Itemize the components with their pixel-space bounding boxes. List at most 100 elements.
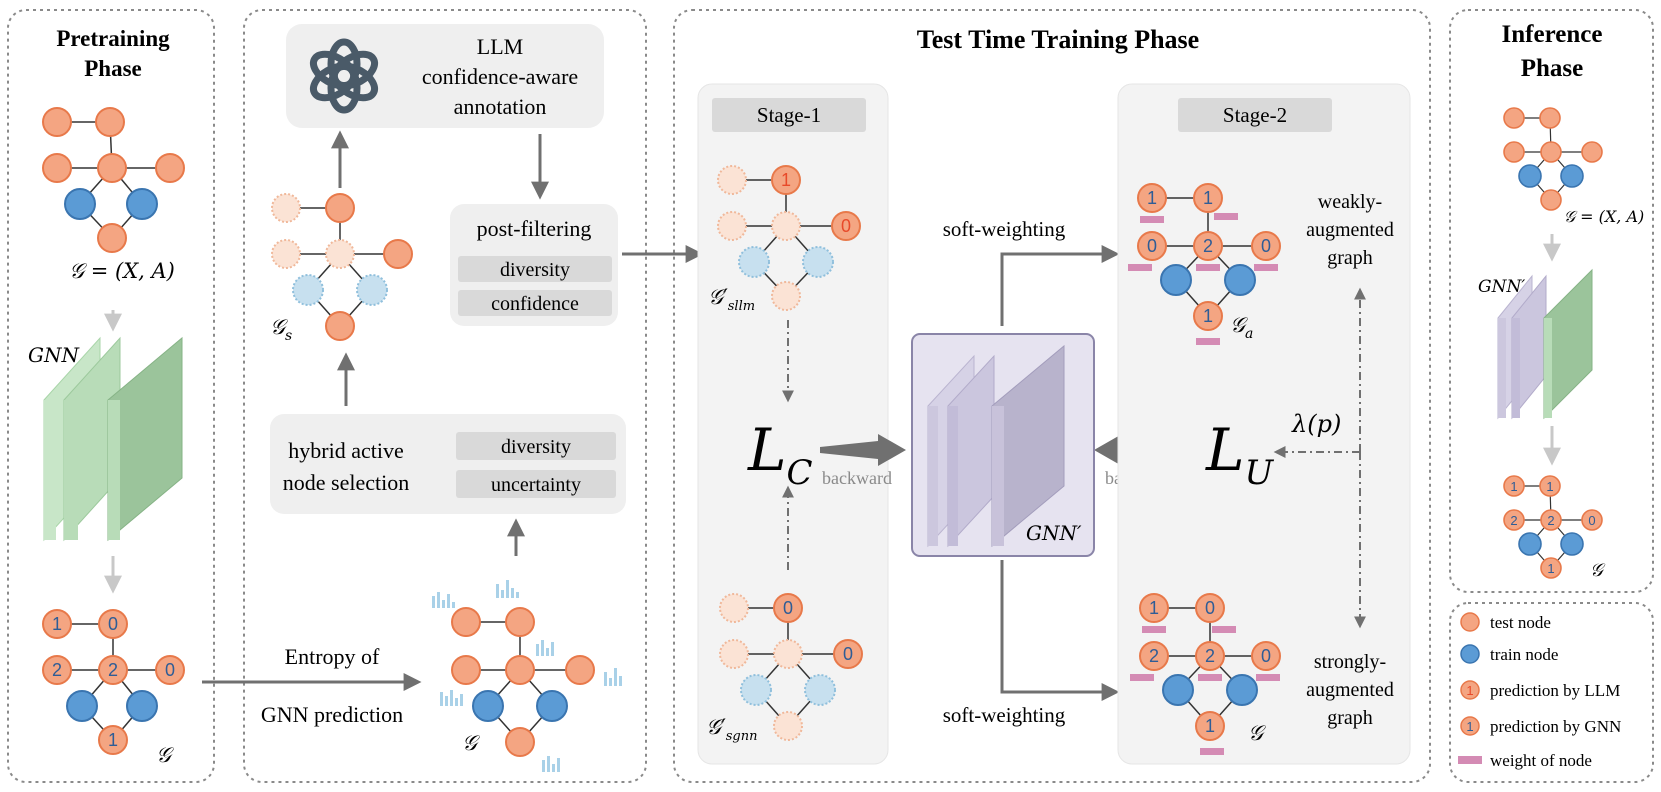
strong-text-1: strongly- bbox=[1314, 651, 1386, 673]
lc-backward-arrow bbox=[820, 434, 906, 466]
inference-title-1: Inference bbox=[1502, 21, 1603, 48]
stage1-label-box bbox=[712, 98, 866, 132]
svg-text:1: 1 bbox=[1149, 598, 1159, 618]
soft-weighting-top-arrow bbox=[1000, 245, 1120, 326]
backward-left: backward bbox=[822, 468, 892, 488]
ga-label: 𝒢a bbox=[1230, 313, 1253, 342]
svg-text:0: 0 bbox=[841, 216, 851, 236]
svg-text:2: 2 bbox=[52, 660, 62, 680]
llm-text-2: confidence-aware bbox=[422, 64, 578, 89]
llm-logo-icon bbox=[309, 38, 379, 114]
inference-title-2: Phase bbox=[1521, 55, 1584, 82]
entropy-text-1: Entropy of bbox=[285, 644, 380, 669]
pretrain-graph-label: 𝒢 bbox=[156, 743, 174, 767]
ga-weight-bars bbox=[1128, 213, 1278, 345]
inference-graph-bottom-labels: 1 1 2 2 0 1 bbox=[1510, 479, 1595, 576]
soft-weighting-top: soft-weighting bbox=[943, 217, 1066, 241]
g-strong-graph-nodes bbox=[1139, 593, 1281, 741]
selection-graph-nodes bbox=[451, 607, 595, 757]
weak-text-2: augmented bbox=[1306, 219, 1394, 241]
svg-text:2: 2 bbox=[1205, 646, 1215, 666]
pretrain-graph-bottom-labels: 1 0 2 2 0 1 bbox=[52, 614, 175, 750]
inference-gnn-prime: GNN′ bbox=[1478, 277, 1525, 297]
svg-text:2: 2 bbox=[1203, 236, 1213, 256]
inference-gnn-stack bbox=[1497, 268, 1593, 420]
pretrain-gnn-stack bbox=[43, 336, 183, 542]
svg-text:1: 1 bbox=[1203, 188, 1213, 208]
legend-pred-gnn-icon bbox=[1460, 716, 1480, 736]
selection-graph-label: 𝒢 bbox=[462, 731, 480, 755]
g-strong-weight-bars bbox=[1130, 626, 1280, 755]
lu-loss: LU bbox=[1205, 416, 1275, 493]
hybrid-diversity-box bbox=[456, 432, 616, 460]
selection-panel bbox=[243, 9, 647, 783]
ttt-panel bbox=[673, 9, 1431, 783]
strong-text-2: augmented bbox=[1306, 679, 1394, 701]
ttt-title: Test Time Training Phase bbox=[917, 25, 1199, 54]
svg-text:1: 1 bbox=[1203, 306, 1213, 326]
legend-weight-icon bbox=[1458, 756, 1482, 764]
svg-text:1: 1 bbox=[781, 170, 791, 190]
legend-test-node-icon bbox=[1460, 612, 1480, 632]
inference-graph-formula: 𝒢 = (X, A) bbox=[1564, 207, 1645, 226]
stage2-column bbox=[1117, 83, 1411, 765]
pretrain-graph-top-nodes bbox=[42, 107, 185, 253]
soft-weighting-bottom-arrow bbox=[1000, 560, 1120, 701]
legend-train-node-icon bbox=[1460, 644, 1480, 664]
g-strong-graph-labels: 1 0 2 2 0 1 bbox=[1149, 598, 1271, 736]
svg-text:0: 0 bbox=[1147, 236, 1157, 256]
svg-text:0: 0 bbox=[165, 660, 175, 680]
legend: test node train node 1 prediction by LLM… bbox=[1458, 612, 1621, 770]
sllm-graph-labels: 1 0 bbox=[781, 170, 851, 236]
hybrid-text-1: hybrid active bbox=[288, 438, 403, 463]
svg-text:0: 0 bbox=[843, 644, 853, 664]
hybrid-box bbox=[270, 414, 626, 514]
svg-text:2: 2 bbox=[1547, 513, 1554, 528]
gs-graph-nodes bbox=[271, 193, 413, 341]
svg-text:1: 1 bbox=[52, 614, 62, 634]
svg-text:1: 1 bbox=[1205, 716, 1215, 736]
sgnn-graph-nodes bbox=[719, 593, 863, 741]
hybrid-uncertainty-box bbox=[456, 470, 616, 498]
hybrid-text-2: node selection bbox=[283, 470, 409, 495]
legend-pred-gnn-glyph: 1 bbox=[1466, 719, 1473, 734]
svg-text:0: 0 bbox=[783, 598, 793, 618]
hybrid-uncertainty: uncertainty bbox=[491, 474, 581, 496]
legend-panel bbox=[1449, 602, 1654, 783]
weak-text-1: weakly- bbox=[1318, 191, 1382, 213]
gnn-prime-label: GNN′ bbox=[1026, 521, 1082, 545]
inference-graph-bottom-nodes bbox=[1503, 475, 1603, 579]
gs-label: 𝒢s bbox=[270, 315, 292, 344]
postfilter-diversity-box bbox=[458, 256, 612, 282]
sgnn-graph-labels: 0 0 bbox=[783, 598, 853, 664]
svg-text:1: 1 bbox=[108, 730, 118, 750]
postfilter-diversity: diversity bbox=[500, 259, 570, 281]
legend-pred-llm: prediction by LLM bbox=[1490, 681, 1620, 700]
svg-text:0: 0 bbox=[1261, 646, 1271, 666]
svg-text:1: 1 bbox=[1147, 188, 1157, 208]
llm-text-3: annotation bbox=[454, 94, 547, 119]
stage2-label: Stage-2 bbox=[1223, 103, 1287, 127]
postfilter-confidence-box bbox=[458, 290, 612, 316]
soft-weighting-bottom: soft-weighting bbox=[943, 703, 1066, 727]
pretraining-title-1: Pretraining bbox=[56, 26, 170, 51]
pretrain-graph-formula: 𝒢 = (X, A) bbox=[69, 259, 175, 283]
pretraining-panel bbox=[7, 9, 215, 783]
pretrain-graph-bottom-nodes bbox=[42, 609, 185, 755]
lambda-label: λ(p) bbox=[1291, 410, 1341, 438]
svg-text:0: 0 bbox=[1588, 513, 1595, 528]
postfilter-confidence: confidence bbox=[491, 293, 579, 315]
pretrain-gnn-label: GNN bbox=[28, 343, 80, 367]
llm-box bbox=[286, 24, 604, 128]
legend-pred-llm-glyph: 1 bbox=[1466, 683, 1473, 698]
legend-weight: weight of node bbox=[1490, 751, 1592, 770]
legend-train-node: train node bbox=[1490, 645, 1558, 664]
stage2-label-box bbox=[1178, 98, 1332, 132]
llm-text-1: LLM bbox=[477, 34, 523, 59]
pretraining-title-2: Phase bbox=[84, 56, 142, 81]
weak-text-3: graph bbox=[1327, 247, 1373, 269]
ga-graph-nodes bbox=[1137, 183, 1281, 331]
inference-graph-label: 𝒢 bbox=[1590, 560, 1606, 581]
sllm-label: 𝒢′sllm bbox=[708, 285, 755, 314]
legend-pred-llm-icon bbox=[1460, 680, 1480, 700]
